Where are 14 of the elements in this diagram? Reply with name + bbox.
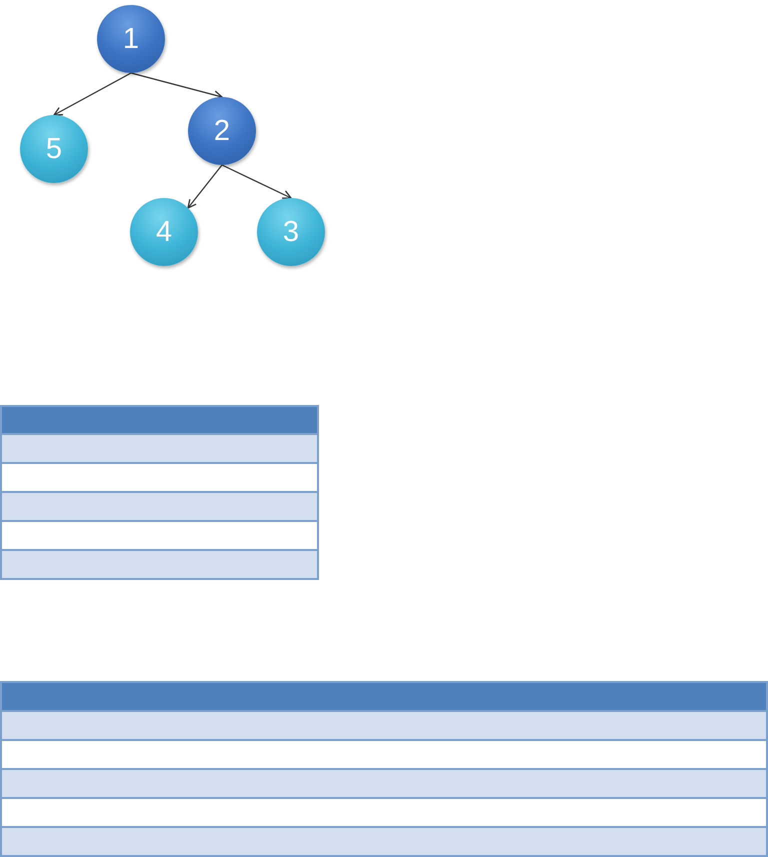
node-circle (188, 97, 256, 165)
arrow (187, 164, 222, 209)
node-number: 5 (46, 134, 62, 164)
node-number: 3 (282, 218, 300, 246)
node-circle (97, 5, 165, 73)
node-circle (130, 198, 198, 266)
arrow (130, 72, 223, 100)
node-circle (257, 198, 325, 266)
arrow (222, 164, 292, 199)
node-circle (20, 115, 88, 183)
node-number: 2 (214, 116, 230, 146)
node-number: 4 (156, 218, 172, 246)
arrow (53, 72, 132, 116)
node-number: 1 (122, 24, 140, 54)
